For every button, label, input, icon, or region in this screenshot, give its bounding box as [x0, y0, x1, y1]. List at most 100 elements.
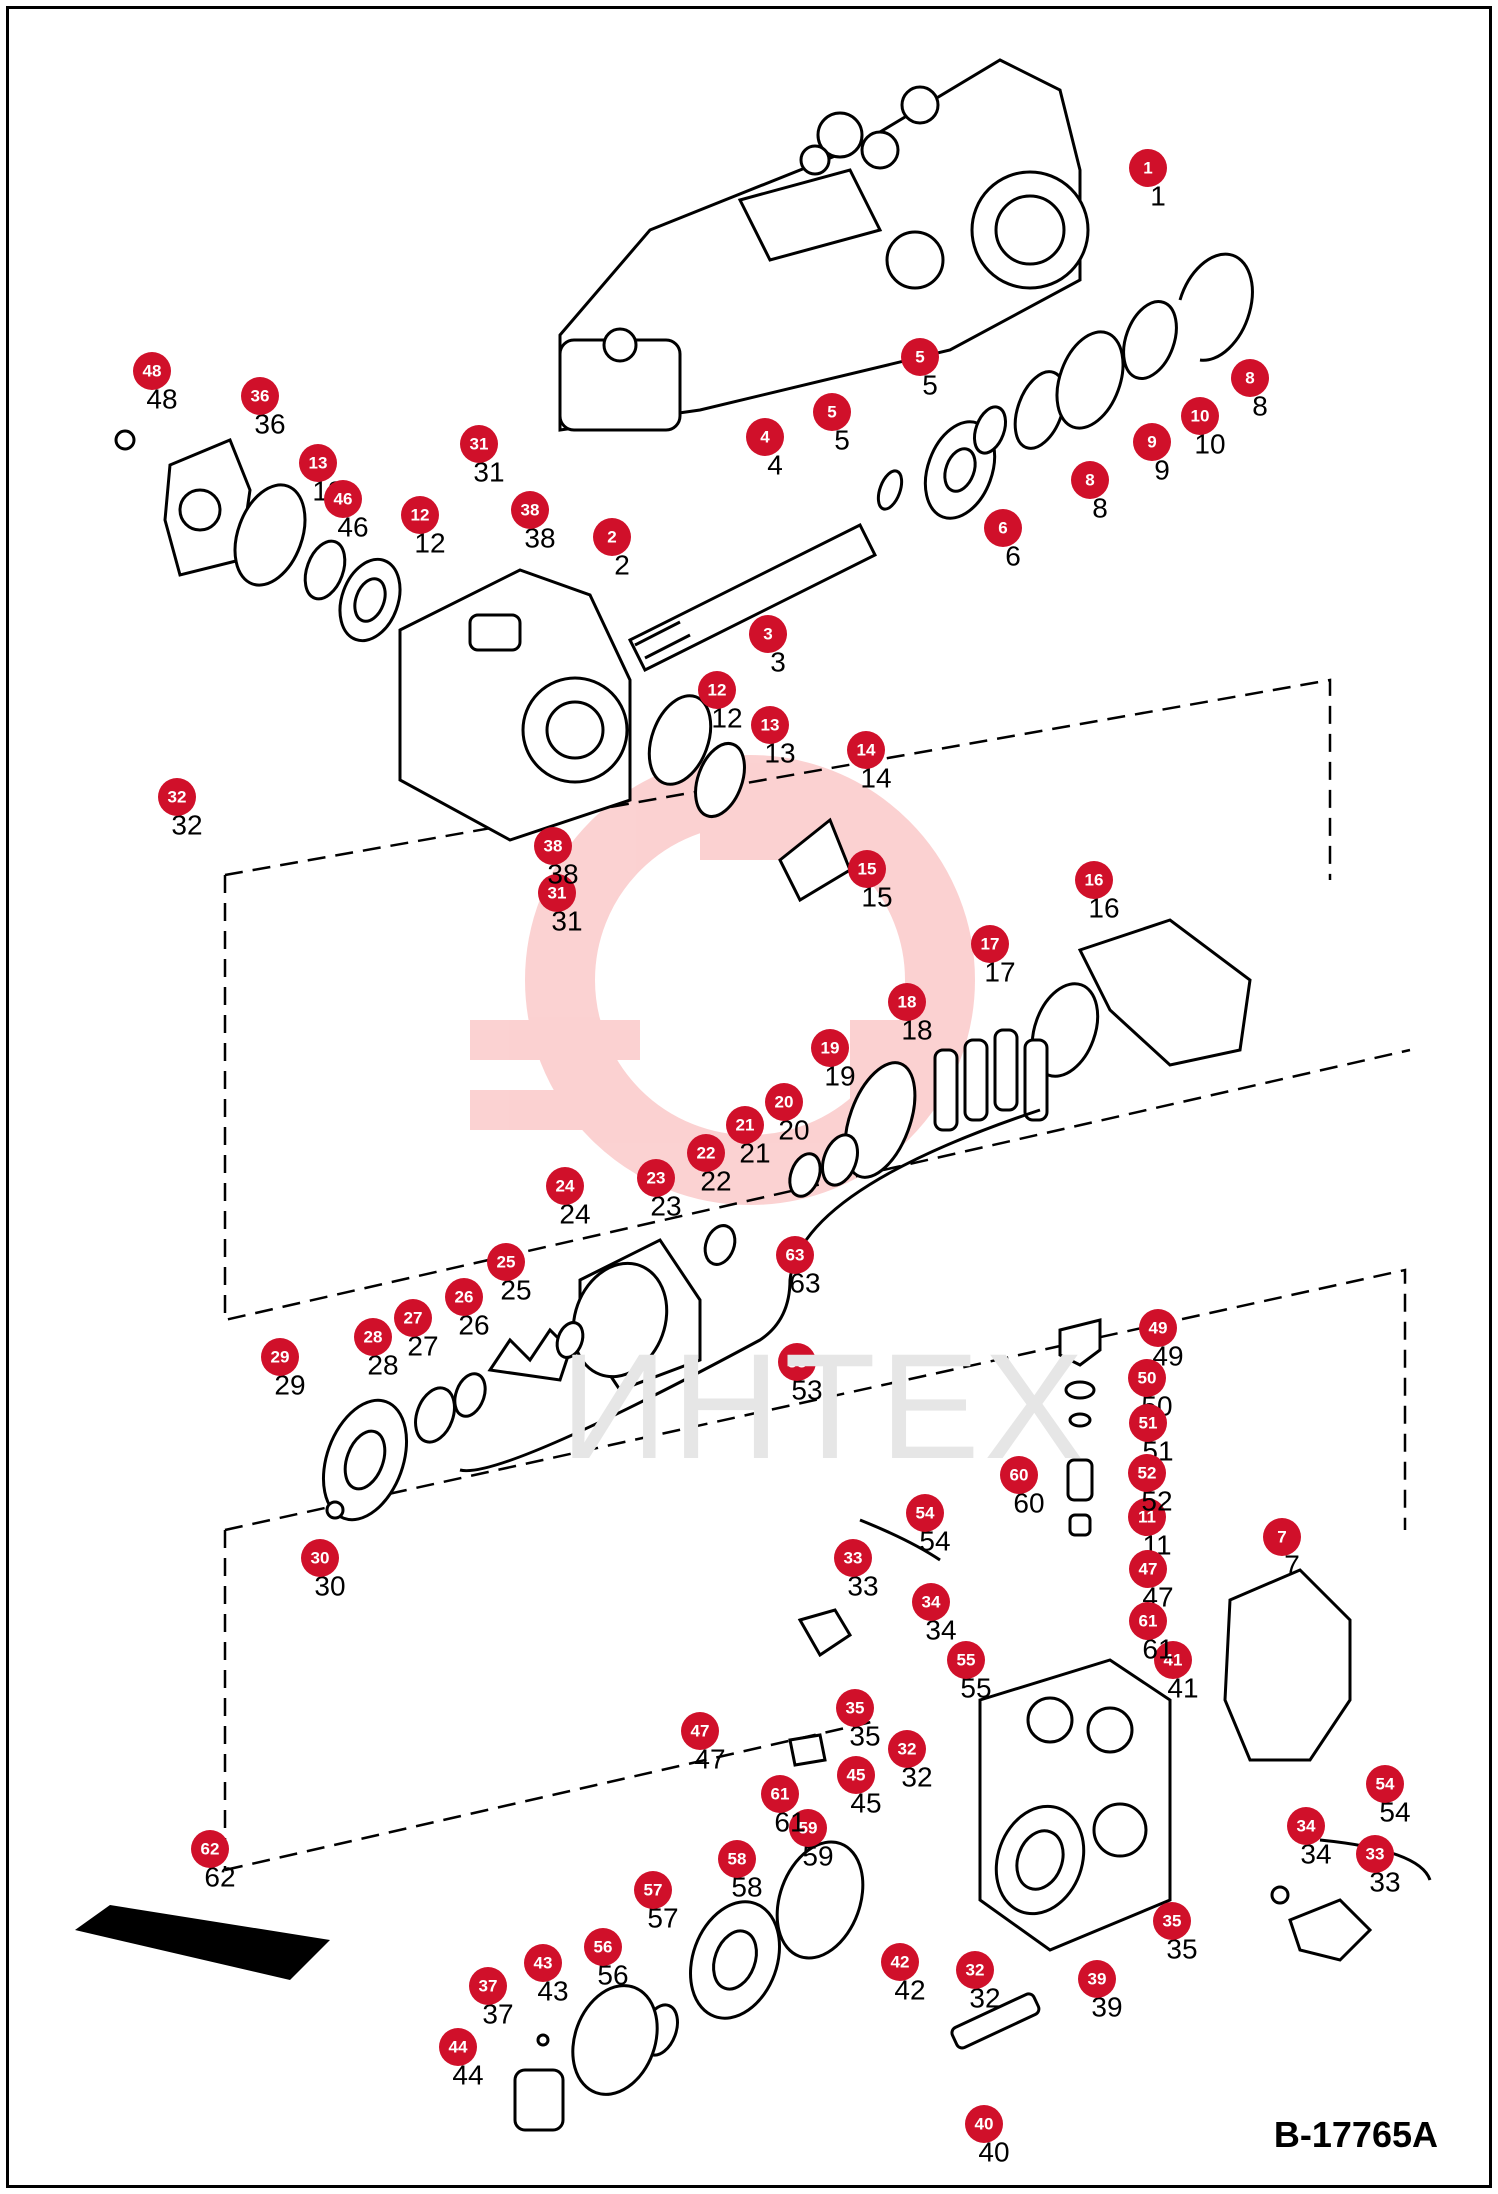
callout-bubble [133, 352, 171, 390]
callout-bubble [906, 1494, 944, 1532]
callout-bubble [718, 1840, 756, 1878]
callout-bubble [1129, 1404, 1167, 1442]
callout-bubble [1000, 1456, 1038, 1494]
callout-bubble [848, 850, 886, 888]
callout-bubble [1263, 1518, 1301, 1556]
callout-number: 53 [788, 1353, 807, 1372]
callout-bubble [1128, 1454, 1166, 1492]
callout-bubble [947, 1641, 985, 1679]
callout-number: 5 [915, 348, 924, 367]
callout-number: 38 [544, 837, 563, 856]
callout-bubble [299, 444, 337, 482]
spring-stack [321, 1108, 1041, 1522]
callout-bubble [912, 1583, 950, 1621]
callout-bubble [637, 1159, 675, 1197]
callout-bubble [158, 778, 196, 816]
callout-number: 61 [1139, 1612, 1158, 1631]
watermark-logo [470, 755, 975, 1205]
callout-bubble [534, 827, 572, 865]
callout-bubble [749, 615, 787, 653]
callout-bubble [765, 1083, 803, 1121]
callout-bubble [546, 1167, 584, 1205]
callout-number: 7 [1277, 1528, 1286, 1547]
callout-bubble [726, 1106, 764, 1144]
callout-number: 50 [1138, 1369, 1157, 1388]
callout-number: 43 [534, 1954, 553, 1973]
callout-bubble [836, 1689, 874, 1727]
callout-number: 27 [404, 1309, 423, 1328]
callout-bubble [1129, 149, 1167, 187]
callout-number: 51 [1139, 1414, 1158, 1433]
callout-number: 34 [922, 1593, 941, 1612]
callout-number: 63 [786, 1246, 805, 1265]
callout-bubble [834, 1539, 872, 1577]
callout-8b: 88 [1071, 461, 1109, 524]
callout-bubble [593, 518, 631, 556]
callout-number: 13 [309, 454, 328, 473]
shaft-bearings [876, 252, 1254, 520]
housing [398, 568, 632, 842]
callout-bubble [439, 2028, 477, 2066]
callout-number: 32 [168, 788, 187, 807]
callout-number: 62 [201, 1840, 220, 1859]
callout-bubble [634, 1871, 672, 1909]
callout-8a: 88 [1231, 359, 1269, 422]
callout-bubble [241, 377, 279, 415]
callout-number: 35 [846, 1699, 865, 1718]
callout-bubble [1231, 359, 1269, 397]
callout-number: 23 [647, 1169, 666, 1188]
callout-number: 46 [334, 490, 353, 509]
callout-bubble [776, 1236, 814, 1274]
callout-number: 34 [1297, 1817, 1316, 1836]
part-number-label: 8 [1252, 391, 1268, 422]
callout-bubble [584, 1928, 622, 1966]
gasket-7 [1223, 1568, 1352, 1762]
callout-bubble [324, 480, 362, 518]
callout-bubble [1356, 1835, 1394, 1873]
callout-bubble [1133, 423, 1171, 461]
callout-bubble [778, 1343, 816, 1381]
callout-number: 36 [251, 387, 270, 406]
callout-bubble [901, 338, 939, 376]
callout-bubble [511, 491, 549, 529]
part-number-label: 9 [1154, 455, 1170, 486]
callout-bubble [1128, 1359, 1166, 1397]
callout-number: 61 [771, 1785, 790, 1804]
callout-bubble [746, 418, 784, 456]
callout-bubble [965, 2105, 1003, 2143]
callout-number: 38 [521, 501, 540, 520]
part-number-label: 1 [1150, 181, 1166, 212]
callout-bubble [1153, 1902, 1191, 1940]
callout-bubble [524, 1944, 562, 1982]
callout-number: 48 [143, 362, 162, 381]
callout-number: 1 [1143, 159, 1152, 178]
callout-number: 6 [998, 519, 1007, 538]
label-strip-62 [75, 1905, 330, 1980]
part-number-label: 5 [834, 425, 850, 456]
callout-number: 58 [728, 1850, 747, 1869]
callout-bubble [469, 1967, 507, 2005]
callout-6: 66 [984, 509, 1022, 572]
